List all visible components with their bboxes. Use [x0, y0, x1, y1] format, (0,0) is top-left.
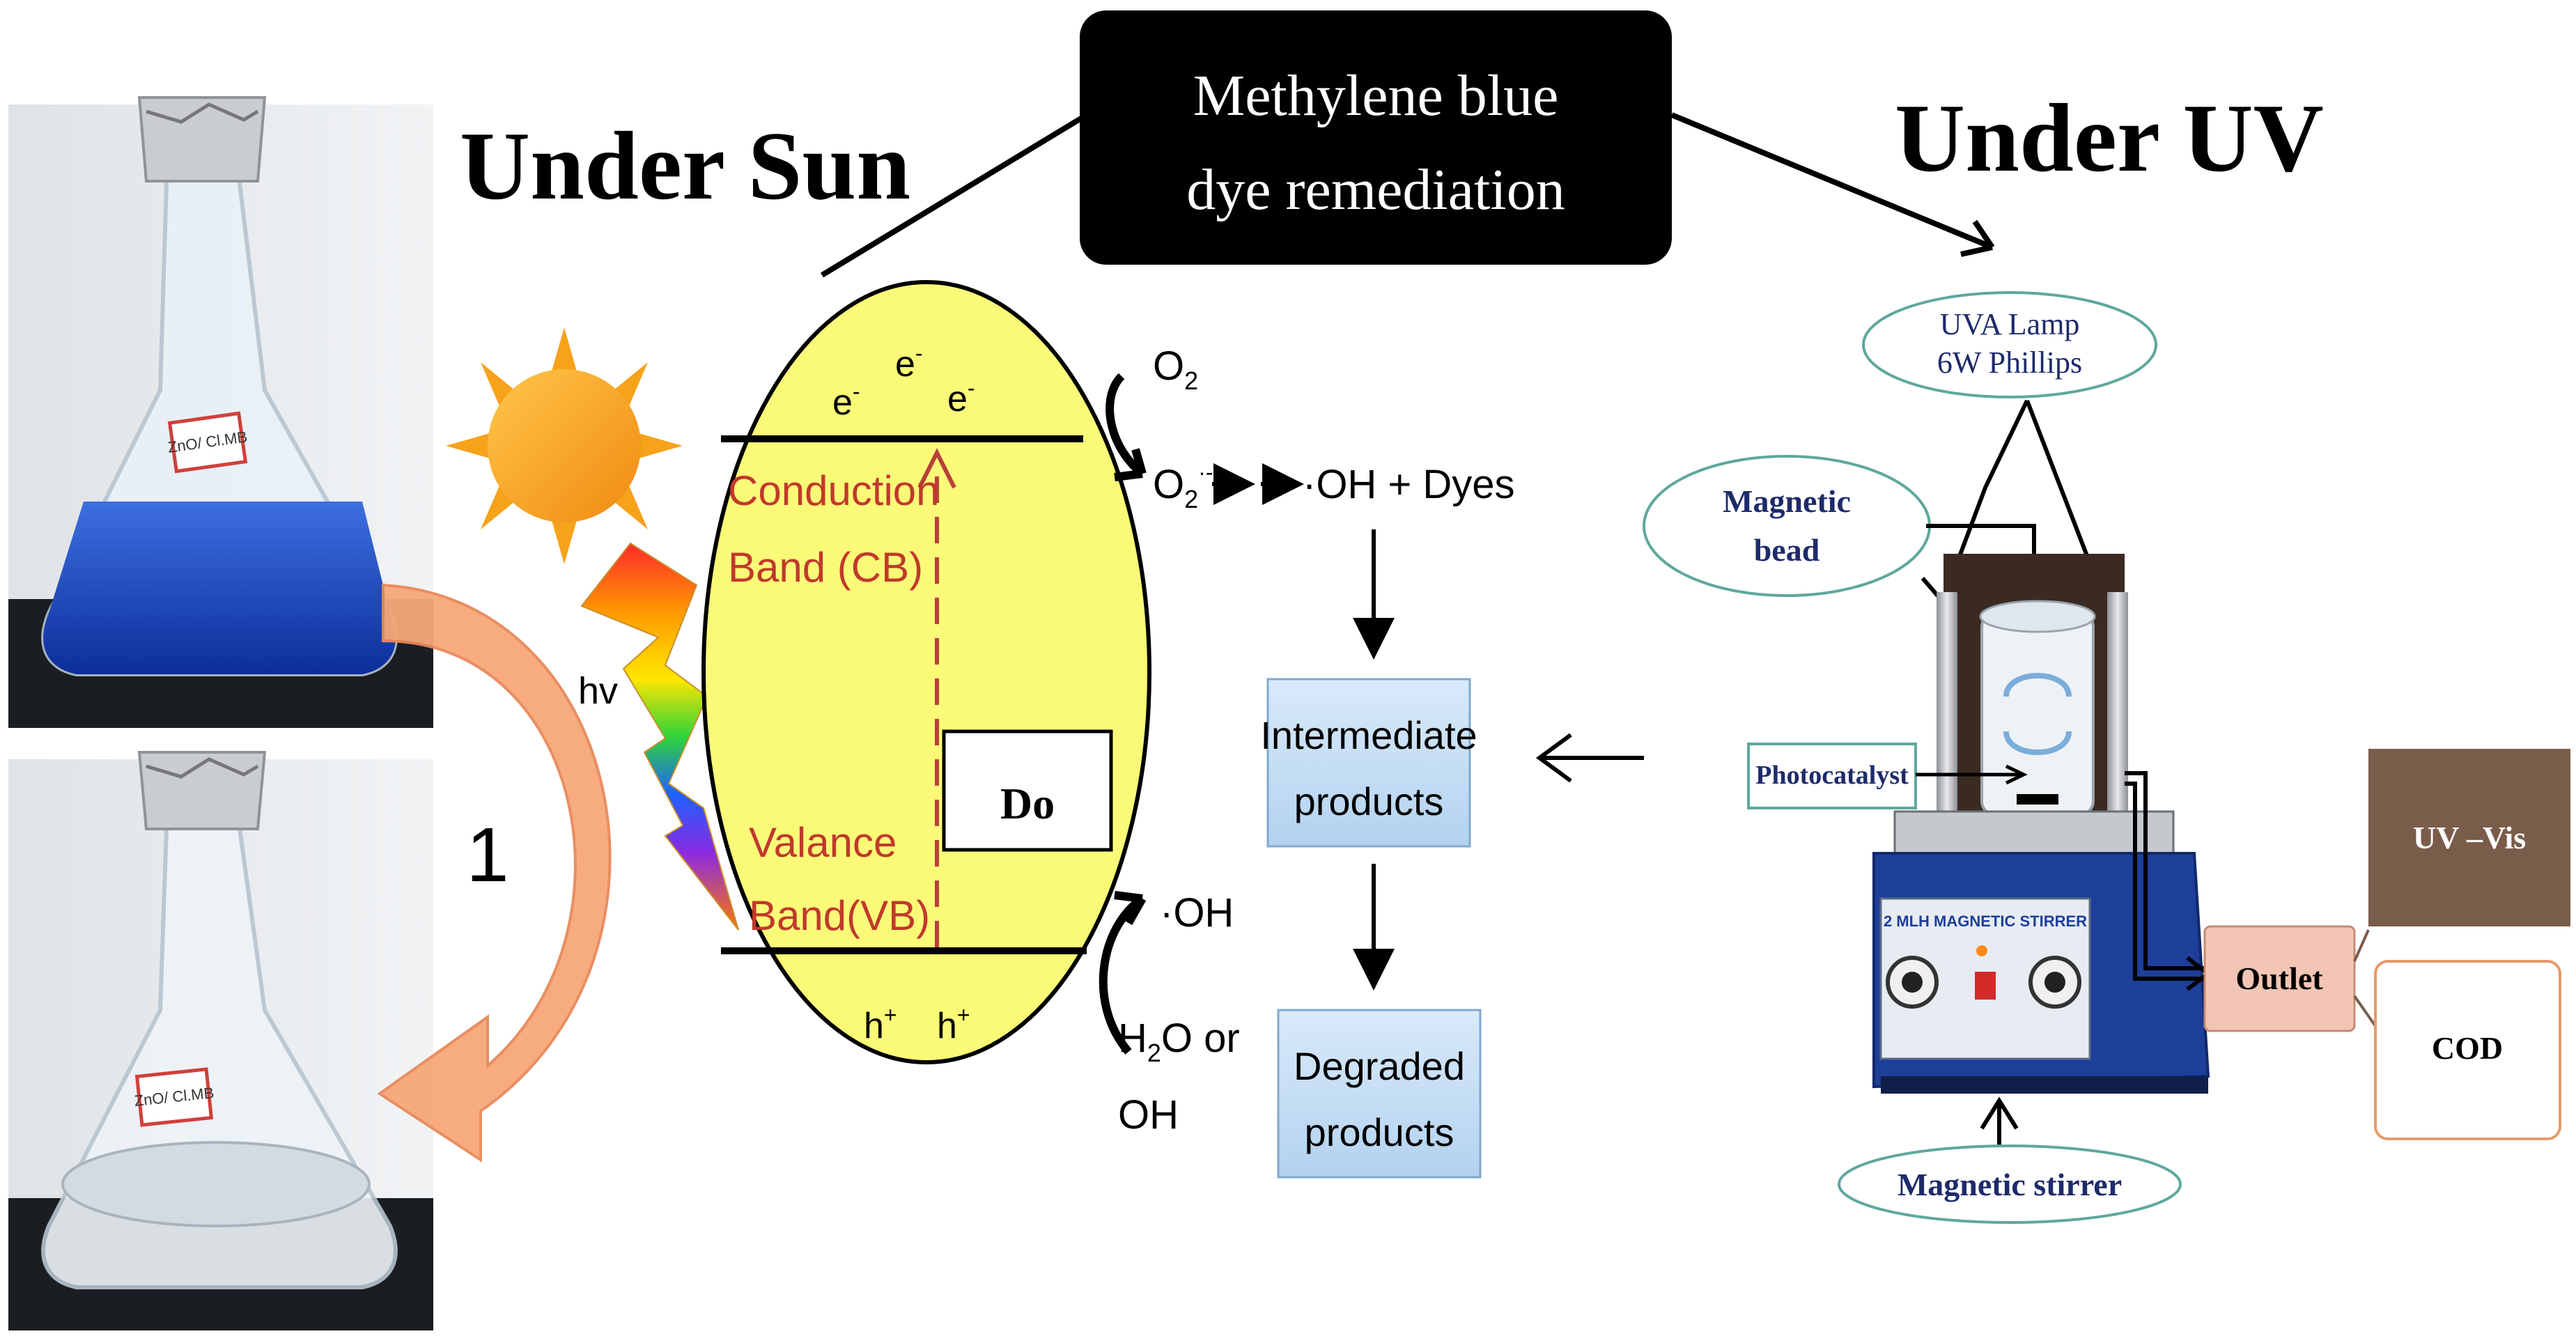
- electron-3: e-: [947, 375, 975, 419]
- reaction-pathway: O2 O2·- ·OH + Dyes ·OH H2O or OH: [1099, 343, 1515, 1138]
- dopant-label: Do: [1000, 779, 1055, 828]
- intermediate-line-2: products: [1294, 779, 1444, 823]
- magnetic-stirrer-callout: [1838, 1144, 2182, 1224]
- band-diagram: e- e- e- Conduction Band (CB) Valance Ba…: [701, 280, 1151, 1064]
- photocatalyst-label-box: [1747, 743, 1917, 809]
- photon-lightning-icon: [580, 542, 739, 931]
- degraded-products-box: Degraded products: [1277, 1009, 1482, 1179]
- cod-box: [2374, 960, 2561, 1140]
- cb-label-line-2: Band (CB): [728, 544, 923, 591]
- degraded-line-2: products: [1305, 1110, 1454, 1154]
- flask-photo-after: ZnO/ Cl.MB: [8, 751, 433, 1330]
- hole-2: h+: [937, 1002, 970, 1046]
- water-label-line-1: H2O or: [1118, 1016, 1240, 1067]
- stirrer-plate-label: 2 MLH MAGNETIC STIRRER: [1884, 913, 2087, 930]
- vb-label-line-2: Band(VB): [749, 892, 930, 939]
- uvvis-box: [2368, 749, 2570, 926]
- o2-label: O2: [1153, 343, 1198, 395]
- uv-to-intermediate-arrow: [1535, 733, 1644, 783]
- uva-lamp-callout: [1862, 291, 2157, 398]
- intermediate-line-1: Intermediate: [1260, 713, 1477, 757]
- title-line-1: Methylene blue: [1193, 63, 1559, 128]
- superoxide-label: O2·-: [1153, 460, 1213, 513]
- degraded-line-1: Degraded: [1294, 1044, 1465, 1088]
- dopant-box: [942, 729, 1113, 852]
- step-number: 1: [466, 812, 509, 898]
- magnetic-bead-callout: [1643, 455, 1931, 597]
- cod-label: COD: [2432, 1030, 2503, 1066]
- photon-label: hv: [578, 670, 618, 712]
- electron-2: e-: [895, 341, 923, 385]
- flask-photo-before: ZnO/ Cl.MB: [8, 96, 433, 728]
- sun-icon: [446, 327, 683, 564]
- left-heading: Under Sun: [460, 112, 910, 220]
- bead-line-2: bead: [1754, 532, 1820, 568]
- intermediate-products-box: Intermediate products: [1260, 678, 1477, 848]
- cb-label-line-1: Conduction: [728, 467, 940, 514]
- title-line-2: dye remediation: [1186, 157, 1565, 222]
- step-arrow: [377, 583, 612, 1163]
- photocatalyst-label: Photocatalyst: [1755, 761, 1909, 790]
- oh-dyes-label: ·OH + Dyes: [1303, 462, 1515, 507]
- right-heading: Under UV: [1895, 84, 2324, 192]
- oh-radical-label: ·OH: [1160, 890, 1234, 936]
- uv-setup: UVA Lamp 6W Phillips Magnetic bead 2 MLH…: [1643, 291, 2570, 1224]
- stirrer-label: Magnetic stirrer: [1898, 1167, 2122, 1202]
- lamp-line-2: 6W Phillips: [1937, 346, 2082, 380]
- title-box: Methylene blue dye remediation: [820, 10, 1995, 278]
- electron-1: e-: [832, 379, 860, 423]
- outlet-box: [2203, 925, 2356, 1032]
- outlet-label: Outlet: [2235, 961, 2323, 996]
- water-label-line-2: OH: [1118, 1092, 1179, 1138]
- lamp-line-1: UVA Lamp: [1940, 307, 2080, 341]
- bead-line-1: Magnetic: [1723, 483, 1851, 519]
- vb-label-line-1: Valance: [749, 819, 897, 866]
- hole-1: h+: [864, 1002, 897, 1046]
- uvvis-label: UV –Vis: [2413, 820, 2526, 855]
